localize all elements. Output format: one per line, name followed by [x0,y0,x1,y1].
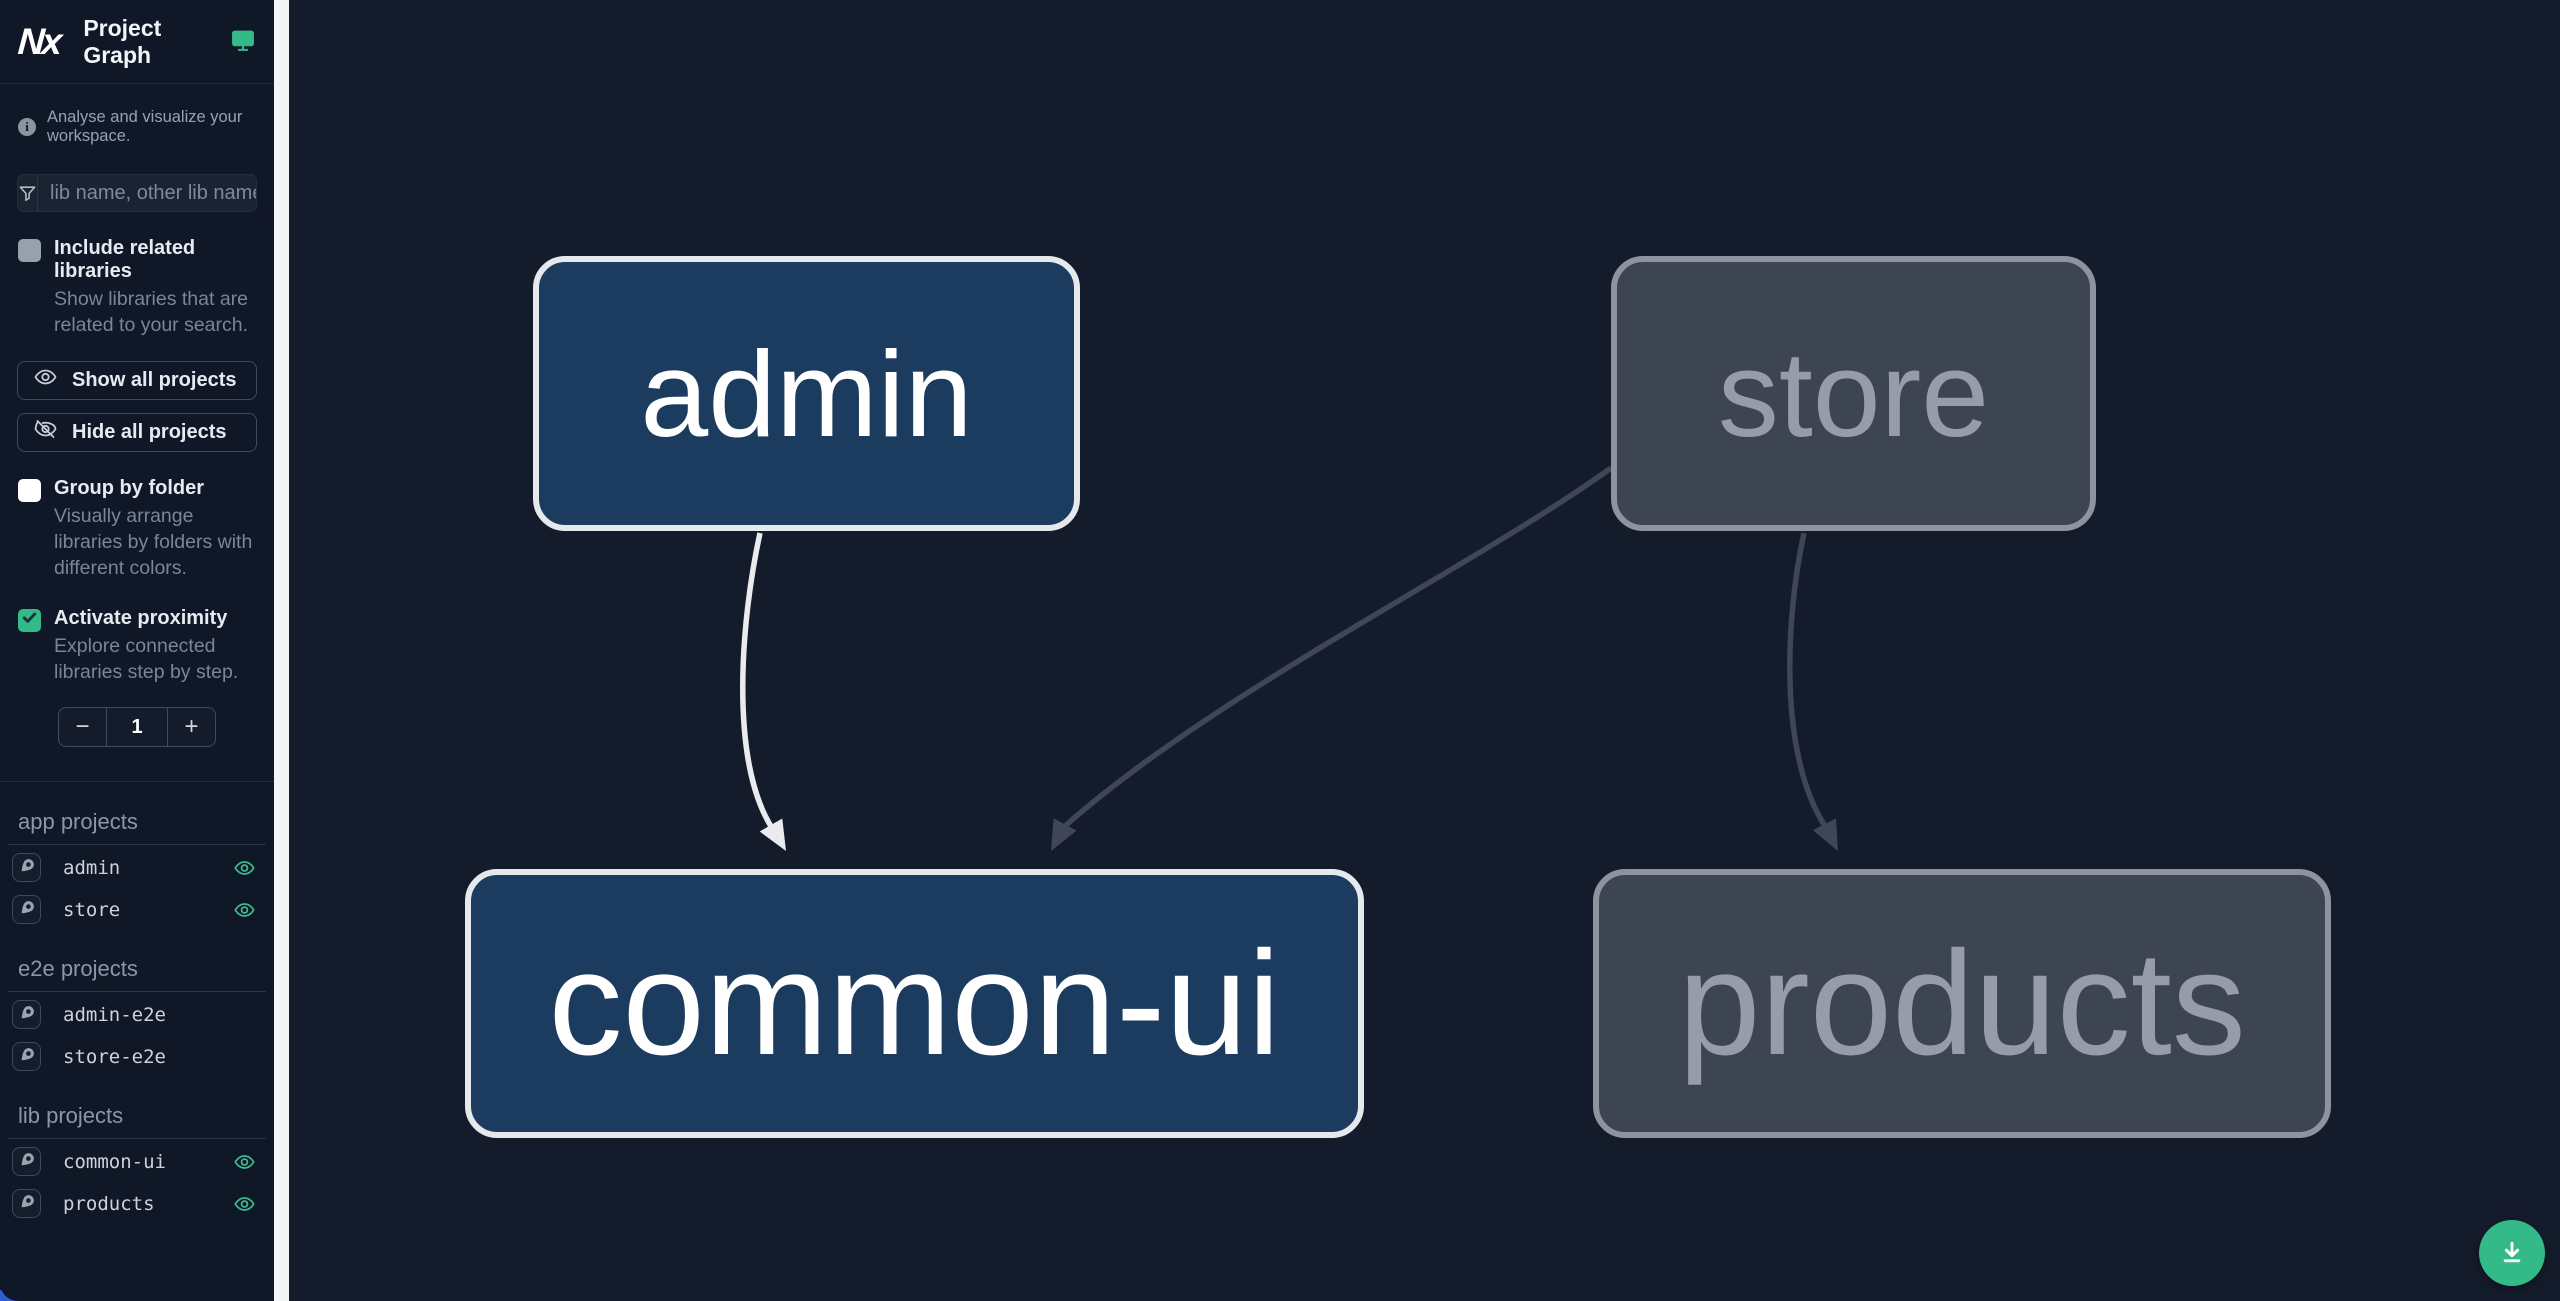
project-row-admin: admin [8,845,266,887]
page-title: Project Graph [83,14,162,68]
graph-canvas[interactable]: admin store common-ui products [289,0,2560,1301]
graph-node-products[interactable]: products [1593,869,2331,1138]
include-related-label: Include related libraries [54,237,196,282]
section-e2e-projects: e2e projects admin-e2e [8,956,266,1076]
focus-pin-icon [18,1046,36,1067]
focus-pin-icon [18,1193,36,1214]
section-title: e2e projects [8,956,266,993]
sidebar-resize-gutter[interactable] [274,0,289,1301]
focus-project-button[interactable] [12,1189,41,1219]
toggle-visibility-eye-icon[interactable] [233,899,256,921]
focus-project-button[interactable] [12,1147,41,1177]
info-icon: i [18,118,36,136]
focus-project-button[interactable] [12,1042,41,1072]
graph-node-common-ui[interactable]: common-ui [465,869,1364,1138]
proximity-depth-stepper: − 1 + [58,707,216,748]
depth-value: 1 [106,708,168,747]
project-row-products: products [8,1181,266,1223]
activate-proximity-label: Activate proximity [54,606,228,629]
focus-project-button[interactable] [12,1000,41,1030]
eye-off-icon [33,417,58,447]
download-icon [2497,1237,2527,1270]
project-name: store-e2e [63,1045,166,1068]
focus-pin-icon [18,1004,36,1025]
node-label: admin [640,325,973,462]
search-box [17,174,257,212]
section-app-projects: app projects admin [8,809,266,929]
section-lib-projects: lib projects common-ui [8,1103,266,1223]
project-name: admin-e2e [63,1003,166,1026]
increment-button[interactable]: + [168,708,215,746]
nx-logo: Nx [16,20,61,62]
option-group-by-folder: Group by folder Visually arrange librari… [0,452,274,582]
show-all-label: Show all projects [72,368,237,391]
eye-icon [33,365,58,395]
project-row-store: store [8,887,266,929]
project-row-store-e2e: store-e2e [8,1034,266,1076]
workspace-intro: i Analyse and visualize your workspace. [0,84,274,146]
project-row-admin-e2e: admin-e2e [8,992,266,1034]
include-related-description: Show libraries that are related to your … [54,288,249,336]
option-activate-proximity: Activate proximity Explore connected lib… [0,582,274,686]
focus-pin-icon [18,857,36,878]
theme-toggle-button[interactable] [230,28,256,56]
group-by-folder-checkbox[interactable] [18,478,41,502]
focus-project-button[interactable] [12,895,41,925]
show-all-projects-button[interactable]: Show all projects [17,360,257,400]
toggle-visibility-eye-icon[interactable] [233,1193,256,1215]
project-row-common-ui: common-ui [8,1139,266,1181]
sidebar-divider [0,781,274,783]
filter-icon [18,175,38,211]
project-name: store [63,898,121,921]
intro-text: Analyse and visualize your workspace. [47,108,243,145]
download-image-button[interactable] [2479,1220,2545,1286]
sidebar: Nx Project Graph i Analyse and visualize… [0,0,274,1301]
sidebar-header: Nx Project Graph [0,0,274,84]
node-label: products [1678,920,2246,1086]
decrement-button[interactable]: − [59,708,106,746]
option-include-related: Include related libraries Show libraries… [0,212,274,339]
graph-node-admin[interactable]: admin [533,256,1080,531]
section-title: app projects [8,809,266,846]
monitor-icon [230,28,256,56]
graph-node-store[interactable]: store [1611,256,2096,531]
node-label: common-ui [548,920,1281,1086]
project-name: admin [63,856,121,879]
include-related-checkbox[interactable] [18,239,41,262]
toggle-visibility-eye-icon[interactable] [233,857,256,879]
hide-all-label: Hide all projects [72,420,227,443]
focus-project-button[interactable] [12,853,41,883]
project-actions: Show all projects Hide all projects [0,339,274,452]
project-lists: app projects admin [0,782,274,1223]
group-by-folder-description: Visually arrange libraries by folders wi… [54,504,253,579]
search-input[interactable] [38,175,256,211]
hide-all-projects-button[interactable]: Hide all projects [17,412,257,452]
activate-proximity-description: Explore connected libraries step by step… [54,634,239,683]
activate-proximity-checkbox[interactable] [18,608,41,632]
toggle-visibility-eye-icon[interactable] [233,1151,256,1173]
focus-pin-icon [18,899,36,920]
checkmark-icon [21,609,38,631]
section-title: lib projects [8,1103,266,1140]
group-by-folder-label: Group by folder [54,476,204,499]
project-name: products [63,1192,155,1215]
node-label: store [1717,325,1990,462]
dependency-edges [740,465,1838,851]
focus-pin-icon [18,1151,36,1172]
project-name: common-ui [63,1150,166,1173]
